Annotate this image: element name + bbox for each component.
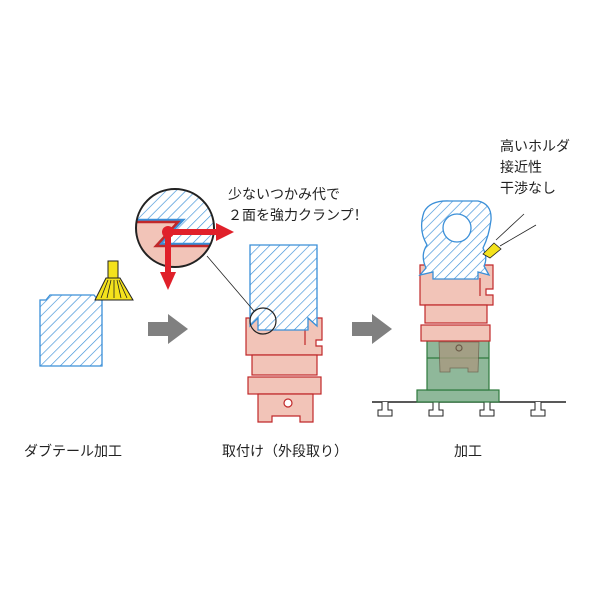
next-step-arrow-icon xyxy=(148,314,188,344)
access-callout-line2: 接近性 xyxy=(500,160,542,176)
access-callout-line3: 干渉なし xyxy=(500,181,556,197)
step3-label: 加工 xyxy=(454,444,482,460)
step2-label: 取付け（外段取り） xyxy=(222,444,348,460)
step1-label: ダブテール加工 xyxy=(24,444,122,460)
step3-workpiece xyxy=(418,200,492,280)
next-step-arrow-icon xyxy=(352,314,392,344)
end-mill-tool-icon xyxy=(482,213,537,259)
clamp-callout-line1: 少ないつかみ代で xyxy=(228,187,340,203)
detail-marker xyxy=(249,307,277,335)
clamp-force-arrows-icon xyxy=(160,223,234,290)
table-feet xyxy=(377,402,546,417)
access-callout-line1: 高いホルダ xyxy=(500,139,570,155)
vise xyxy=(416,339,500,403)
dovetail-cutter-icon xyxy=(94,260,134,301)
step2-workpiece xyxy=(249,244,318,331)
clamp-callout-line2: ２面を強力クランプ！ xyxy=(228,208,368,224)
step1-workpiece xyxy=(39,294,103,367)
step2-holder xyxy=(245,317,323,423)
